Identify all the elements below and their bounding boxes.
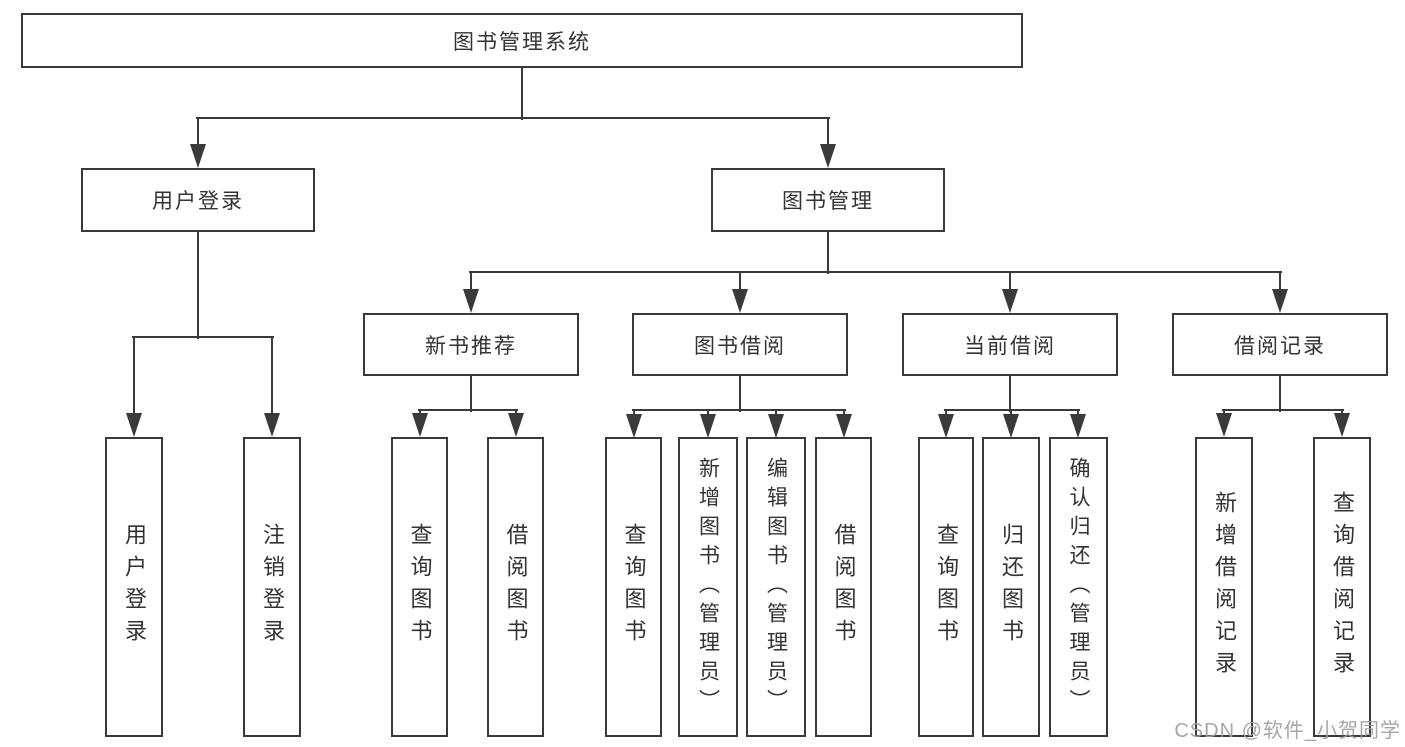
connector-arrow — [508, 413, 524, 437]
connector-arrow — [1003, 414, 1019, 438]
connector-line — [632, 409, 846, 411]
node-current-query-books-label: 查询图书 — [934, 523, 959, 651]
connector-arrow — [264, 413, 280, 437]
node-current-borrow-label: 当前借阅 — [964, 334, 1056, 358]
connector-line — [470, 376, 472, 412]
node-recommend-borrow-books-label: 借阅图书 — [503, 523, 529, 651]
node-confirm-return-admin: 确认归还（管理员） — [1049, 437, 1108, 737]
node-current-borrow: 当前借阅 — [902, 313, 1118, 376]
node-user-login-action-label: 用户登录 — [122, 523, 147, 651]
connector-line — [197, 118, 199, 148]
connector-arrow — [412, 413, 428, 437]
node-borrow-borrow-books-label: 借阅图书 — [831, 523, 857, 651]
connector-line — [132, 336, 274, 338]
node-book-borrow-label: 图书借阅 — [694, 334, 786, 358]
connector-arrow — [820, 144, 836, 168]
connector-line — [1222, 409, 1344, 411]
connector-line — [196, 117, 830, 119]
node-recommend-query-books: 查询图书 — [391, 437, 448, 737]
connector-arrow — [1216, 413, 1232, 437]
node-user-login-label: 用户登录 — [152, 190, 244, 213]
node-library-system-label: 图书管理系统 — [453, 30, 591, 54]
connector-arrow — [126, 413, 142, 437]
connector-line — [521, 68, 523, 120]
connector-arrow — [1070, 414, 1086, 438]
node-current-query-books: 查询图书 — [918, 437, 974, 737]
node-book-borrow: 图书借阅 — [632, 313, 848, 376]
connector-line — [470, 272, 472, 293]
node-borrow-borrow-books: 借阅图书 — [815, 437, 872, 737]
node-query-borrow-record-label: 查询借阅记录 — [1330, 491, 1355, 683]
connector-line — [739, 376, 741, 412]
node-borrow-records: 借阅记录 — [1172, 313, 1388, 376]
node-edit-books-admin: 编辑图书（管理员） — [746, 437, 806, 737]
node-recommend-borrow-books: 借阅图书 — [487, 437, 544, 737]
connector-line — [739, 272, 741, 293]
connector-line — [827, 118, 829, 148]
node-new-book-recommend: 新书推荐 — [363, 313, 579, 376]
node-user-login: 用户登录 — [81, 168, 315, 232]
node-add-borrow-record-label: 新增借阅记录 — [1212, 491, 1237, 683]
node-book-management-label: 图书管理 — [782, 190, 874, 213]
connector-line — [1279, 272, 1281, 293]
connector-line — [271, 337, 273, 417]
node-recommend-query-books-label: 查询图书 — [407, 523, 433, 651]
node-confirm-return-admin-label: 确认归还（管理员） — [1067, 456, 1090, 718]
node-borrow-query-books-label: 查询图书 — [621, 523, 647, 651]
node-edit-books-admin-label: 编辑图书（管理员） — [764, 456, 788, 718]
connector-line — [944, 409, 1080, 411]
node-add-borrow-record: 新增借阅记录 — [1195, 437, 1253, 737]
watermark-text: CSDN @软件_小贺同学 — [1174, 720, 1401, 742]
connector-arrow — [1002, 289, 1018, 313]
connector-line — [1009, 272, 1011, 293]
node-logout-action: 注销登录 — [243, 437, 301, 737]
connector-line — [418, 409, 518, 411]
connector-line — [469, 271, 1282, 273]
connector-line — [1279, 376, 1281, 412]
node-new-book-recommend-label: 新书推荐 — [425, 334, 517, 358]
connector-arrow — [463, 289, 479, 313]
node-borrow-records-label: 借阅记录 — [1234, 334, 1326, 358]
connector-arrow — [1272, 289, 1288, 313]
connector-line — [133, 337, 135, 417]
connector-arrow — [190, 144, 206, 168]
connector-arrow — [938, 414, 954, 438]
node-library-system: 图书管理系统 — [21, 13, 1023, 68]
connector-line — [827, 232, 829, 274]
node-query-borrow-record: 查询借阅记录 — [1313, 437, 1371, 737]
connector-arrow — [700, 414, 716, 438]
connector-arrow — [836, 414, 852, 438]
node-borrow-query-books: 查询图书 — [605, 437, 662, 737]
connector-arrow — [626, 414, 642, 438]
connector-line — [197, 232, 199, 339]
node-add-books-admin: 新增图书（管理员） — [678, 437, 738, 737]
connector-arrow — [1334, 413, 1350, 437]
node-book-management: 图书管理 — [711, 168, 945, 232]
node-logout-action-label: 注销登录 — [260, 523, 285, 651]
connector-line — [1009, 376, 1011, 412]
connector-arrow — [732, 289, 748, 313]
node-user-login-action: 用户登录 — [105, 437, 163, 737]
connector-arrow — [768, 414, 784, 438]
node-return-books-label: 归还图书 — [999, 523, 1024, 651]
node-add-books-admin-label: 新增图书（管理员） — [696, 456, 720, 718]
node-return-books: 归还图书 — [982, 437, 1040, 737]
